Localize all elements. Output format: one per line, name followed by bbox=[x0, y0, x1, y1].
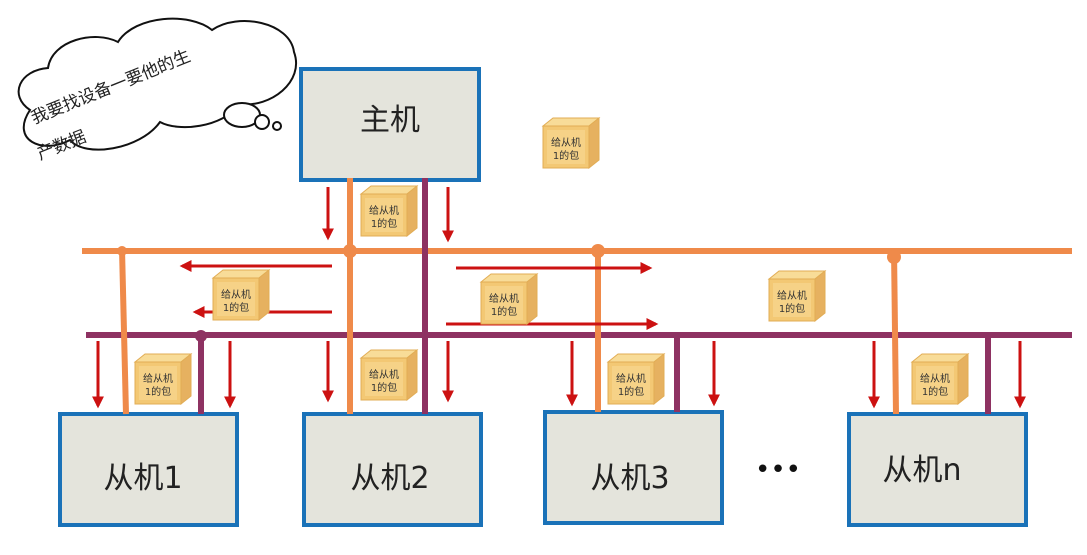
package-text-line2: 1的包 bbox=[618, 385, 644, 398]
slave-label-2: 从机2 bbox=[350, 461, 429, 496]
slave-node-2: 从机2 bbox=[302, 412, 483, 527]
thought-dot-medium bbox=[254, 114, 270, 130]
slave-node-1: 从机1 bbox=[58, 412, 239, 527]
package-text-line2: 1的包 bbox=[922, 385, 948, 398]
package-slaven: 给从机 1的包 bbox=[911, 353, 969, 405]
ellipsis: ••• bbox=[755, 455, 801, 485]
slave-label-3: 从机3 bbox=[590, 461, 669, 496]
master-label: 主机 bbox=[360, 103, 420, 138]
package-text-line1: 给从机 bbox=[777, 289, 807, 302]
slave-label-n: 从机n bbox=[882, 453, 961, 488]
package-text-line2: 1的包 bbox=[779, 302, 805, 315]
package-text-line1: 给从机 bbox=[489, 292, 519, 305]
package-text-line2: 1的包 bbox=[371, 217, 397, 230]
master-node: 主机 bbox=[299, 67, 481, 182]
orange-connectors bbox=[119, 178, 899, 415]
thought-cloud bbox=[17, 17, 297, 151]
package-text-line2: 1的包 bbox=[491, 305, 517, 318]
package-text-line1: 给从机 bbox=[143, 372, 173, 385]
package-slave1: 给从机 1的包 bbox=[134, 353, 192, 405]
package-slave2: 给从机 1的包 bbox=[360, 349, 418, 401]
thought-dot-small bbox=[272, 121, 282, 131]
slave-node-3: 从机3 bbox=[543, 410, 724, 525]
package-text-line2: 1的包 bbox=[145, 385, 171, 398]
orange-joint-slave1 bbox=[117, 246, 127, 256]
package-text-line1: 给从机 bbox=[369, 368, 399, 381]
orange-joints bbox=[117, 244, 901, 264]
package-text-line2: 1的包 bbox=[371, 381, 397, 394]
package-text-line1: 给从机 bbox=[551, 136, 581, 149]
package-slave3: 给从机 1的包 bbox=[607, 353, 665, 405]
package-text-line2: 1的包 bbox=[553, 149, 579, 162]
orange-joint-master bbox=[343, 244, 357, 258]
package-text-line1: 给从机 bbox=[616, 372, 646, 385]
slave-label-1: 从机1 bbox=[103, 461, 182, 496]
purple-connectors bbox=[198, 178, 991, 414]
package-bus-right: 给从机 1的包 bbox=[768, 270, 826, 322]
package-text-line1: 给从机 bbox=[369, 204, 399, 217]
package-bus-center: 给从机 1的包 bbox=[480, 273, 538, 325]
thought-bubble: 我要找设备一要他的生 产数据 bbox=[17, 17, 297, 165]
orange-connector-slaven bbox=[891, 248, 899, 415]
package-text-line2: 1的包 bbox=[223, 301, 249, 314]
purple-joint-slave1 bbox=[195, 330, 207, 342]
package-bus-left: 给从机 1的包 bbox=[212, 269, 270, 321]
slave-node-n: 从机n bbox=[847, 412, 1028, 527]
package-text-line1: 给从机 bbox=[221, 288, 251, 301]
orange-connector-slave1 bbox=[119, 248, 129, 415]
red-arrows bbox=[92, 187, 1026, 409]
package-text-line1: 给从机 bbox=[920, 372, 950, 385]
package-orange-drop: 给从机 1的包 bbox=[360, 185, 418, 237]
orange-joint-slaven bbox=[887, 250, 901, 264]
package-near-master: 给从机 1的包 bbox=[542, 117, 600, 169]
orange-joint-slave3 bbox=[591, 244, 605, 258]
